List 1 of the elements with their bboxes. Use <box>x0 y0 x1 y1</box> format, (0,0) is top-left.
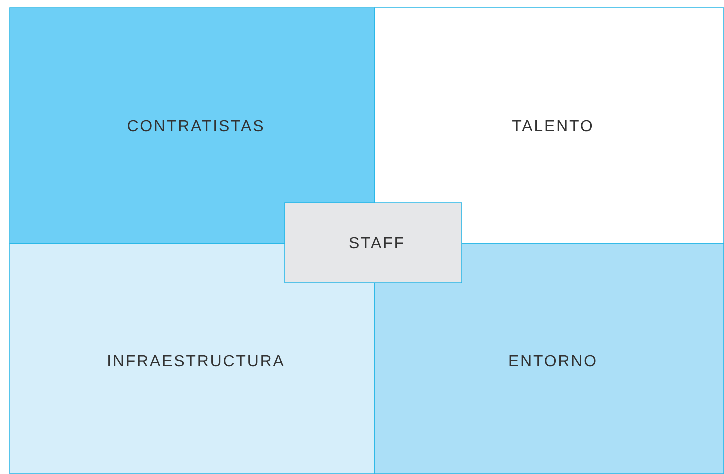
center-box: STAFF <box>284 202 462 284</box>
